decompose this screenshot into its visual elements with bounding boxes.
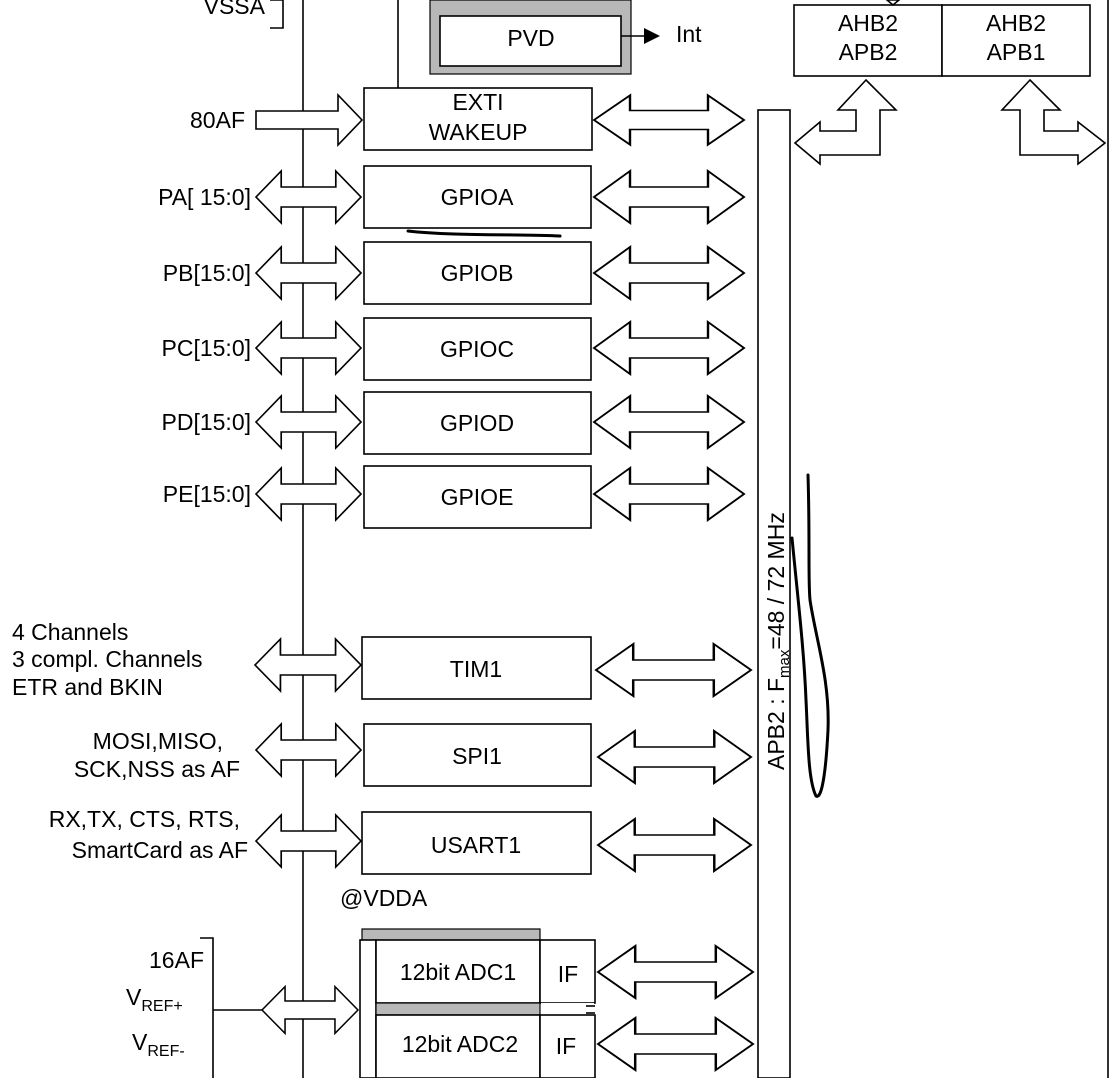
pvd-int-arrowhead <box>644 28 660 44</box>
adc2-block <box>375 1014 541 1078</box>
adc2-if-label: IF <box>556 1033 576 1059</box>
spi1-bus-arrow <box>596 729 753 785</box>
vref-minus-main: V <box>132 1029 148 1055</box>
apb2-bus-prefix: APB2 : F <box>763 678 789 770</box>
adc-input-bracket <box>200 937 214 1078</box>
vdda-label: @VDDA <box>340 885 428 911</box>
gpiod-pins: PD[15:0] <box>162 409 252 435</box>
bridge-left-arrow <box>793 78 898 166</box>
gpioc-block <box>363 317 592 381</box>
adc1-if-label: IF <box>558 961 578 987</box>
spi1-label: SPI1 <box>452 743 502 769</box>
bridge-ahb2-apb2 <box>793 4 943 77</box>
gpioe-pins: PE[15:0] <box>163 481 251 507</box>
gpiob-label: GPIOB <box>441 260 514 286</box>
adc-pin-arrow <box>261 985 359 1035</box>
gpioe-block <box>363 465 592 529</box>
vref-plus-label: VREF+ <box>126 984 183 1015</box>
exti-bus-arrow <box>592 94 746 146</box>
exti-wakeup-block <box>363 87 593 151</box>
apb2-bus-suffix: =48 / 72 MHz <box>763 512 789 649</box>
apb2-bus <box>757 109 791 1078</box>
pvd-block <box>439 15 622 67</box>
vssa-bracket <box>270 0 284 29</box>
gpiob-bus-arrow <box>592 245 746 301</box>
apb2-bus-sub: max <box>776 649 793 678</box>
spi1-pins-line2: SCK,NSS as AF <box>74 756 240 782</box>
gpioa-pins: PA[ 15:0] <box>158 184 251 210</box>
usart1-pin-arrow <box>255 814 362 868</box>
bridge-right-line2: APB1 <box>987 39 1046 65</box>
usart1-block <box>361 811 592 875</box>
adc1-if-block <box>539 939 596 1004</box>
gpioc-pins: PC[15:0] <box>162 335 252 361</box>
gpiob-block <box>363 241 592 305</box>
spi1-pin-arrow <box>255 723 362 777</box>
gpioe-bus-arrow <box>592 466 746 522</box>
gpiod-pin-arrow <box>255 395 362 449</box>
tim1-bus-arrow <box>594 642 753 698</box>
adc1-label: 12bit ADC1 <box>400 959 516 985</box>
gpioa-block <box>363 165 592 229</box>
adc1-block <box>375 939 541 1004</box>
tim1-block <box>361 636 592 700</box>
adc2-bus-arrow <box>596 1016 755 1072</box>
vref-minus-label: VREF- <box>132 1029 185 1060</box>
exti-input-arrow <box>255 93 364 147</box>
adc-af-label: 16AF <box>149 947 204 973</box>
gpioe-label: GPIOE <box>441 484 514 510</box>
usart1-pins-line2: SmartCard as AF <box>72 837 248 863</box>
usart1-bus-arrow <box>596 817 753 873</box>
gpioe-pin-arrow <box>255 467 362 521</box>
gpioa-bus-arrow <box>592 169 746 225</box>
exti-input-label: 80AF <box>190 107 245 133</box>
apb2-bus-label: APB2 : Fmax=48 / 72 MHz <box>763 512 793 770</box>
usart1-pins-line1: RX,TX, CTS, RTS, <box>49 806 240 832</box>
tim1-etr-label: ETR and BKIN <box>12 674 163 700</box>
gpiod-bus-arrow <box>592 394 746 450</box>
tim1-label: TIM1 <box>450 656 502 682</box>
bridge-ahb2-apb1 <box>941 4 1091 77</box>
vref-plus-sub: REF+ <box>141 998 182 1015</box>
gpiob-pin-arrow <box>255 246 362 300</box>
spi1-block <box>363 723 592 787</box>
gpioa-pin-arrow <box>255 170 362 224</box>
adc2-cap <box>375 1002 541 1016</box>
int-label: Int <box>676 21 702 47</box>
tim1-pin-arrow <box>254 638 362 692</box>
handwritten-loop <box>790 473 830 798</box>
tim1-channels-label: 4 Channels <box>12 619 128 645</box>
gpiod-block <box>363 391 592 455</box>
gpioc-bus-arrow <box>592 320 746 376</box>
top-tick <box>885 0 901 7</box>
spi1-pins-line1: MOSI,MISO, <box>93 728 223 754</box>
vssa-label: VSSA <box>204 0 266 19</box>
exti-line2: WAKEUP <box>429 119 528 145</box>
gpioa-label: GPIOA <box>441 184 515 210</box>
if-gap <box>541 1003 594 1013</box>
adc2-label: 12bit ADC2 <box>402 1031 518 1057</box>
usart1-label: USART1 <box>431 832 521 858</box>
bridge-left-line1: AHB2 <box>838 10 898 36</box>
pvd-label: PVD <box>507 25 554 51</box>
bridge-left-line2: APB2 <box>839 39 898 65</box>
adc2-if-block <box>539 1014 596 1078</box>
gpioc-pin-arrow <box>255 321 362 375</box>
vref-plus-main: V <box>126 984 142 1010</box>
tim1-compl-label: 3 compl. Channels <box>12 646 203 672</box>
bridge-right-line1: AHB2 <box>986 10 1046 36</box>
handwritten-underline <box>406 229 562 238</box>
adc-left-rail <box>359 939 377 1078</box>
bridge-right-arrow <box>1000 78 1107 166</box>
vref-minus-sub: REF- <box>147 1043 184 1060</box>
adc1-bus-arrow <box>596 944 755 1000</box>
gpioc-label: GPIOC <box>440 336 514 362</box>
exti-line1: EXTI <box>452 89 503 115</box>
gpiod-label: GPIOD <box>440 410 514 436</box>
gpiob-pins: PB[15:0] <box>163 260 251 286</box>
